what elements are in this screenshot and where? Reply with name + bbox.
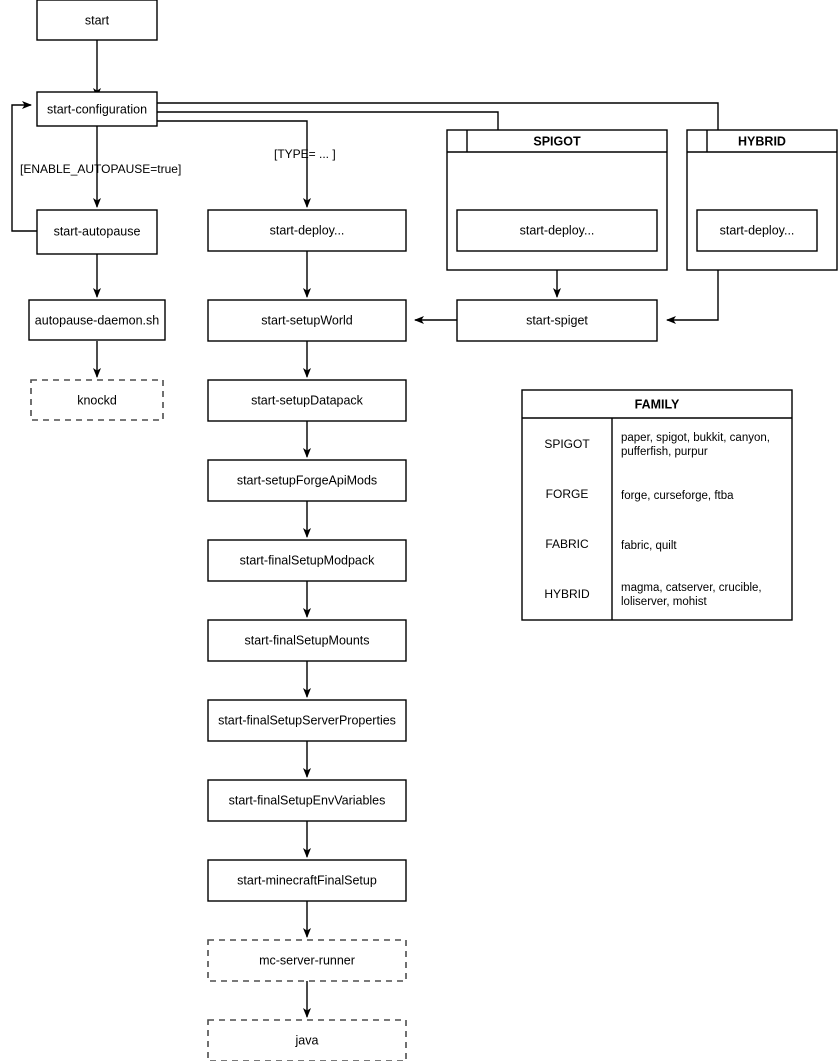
node-start-spiget-label: start-spiget [526,313,588,327]
edges-layer [11,40,722,1018]
node-start-final-setup-modpack[interactable]: start-finalSetupModpack [207,539,407,582]
node-start-deploy-spigot-label: start-deploy... [520,223,595,237]
edge-label-type: [TYPE= ... ] [274,147,336,161]
node-start-final-setup-modpack-label: start-finalSetupModpack [240,553,376,567]
edge-configuration-to-deploy-main [157,120,311,208]
node-start-autopause-label: start-autopause [54,224,141,238]
edge-label-enable-autopause: [ENABLE_AUTOPAUSE=true] [20,162,181,176]
node-java[interactable]: java [207,1019,407,1061]
node-start-deploy-main-label: start-deploy... [270,223,345,237]
node-autopause-daemon-label: autopause-daemon.sh [35,313,159,327]
node-start-final-setup-env-variables[interactable]: start-finalSetupEnvVariables [207,779,407,822]
node-start[interactable]: start [36,0,158,41]
node-start-deploy-spigot[interactable]: start-deploy... [456,209,658,252]
frame-hybrid-title: HYBRID [738,134,786,148]
node-start-setup-datapack-label: start-setupDatapack [251,393,364,407]
node-start-minecraft-final-setup[interactable]: start-minecraftFinalSetup [207,859,407,902]
frame-spigot-title: SPIGOT [533,134,581,148]
node-start-final-setup-env-variables-label: start-finalSetupEnvVariables [229,793,386,807]
node-mc-server-runner-label: mc-server-runner [259,953,355,967]
node-start-final-setup-mounts[interactable]: start-finalSetupMounts [207,619,407,662]
family-table: FAMILY SPIGOT paper, spigot, bukkit, can… [521,389,793,621]
family-table-value: paper, spigot, bukkit, canyon, [621,432,770,444]
family-table-key: FABRIC [545,537,589,551]
edge-autopause-loopback-to-configuration [11,101,38,232]
node-knockd-label: knockd [77,393,117,407]
edge-deploy-hybrid-to-spiget [666,251,719,324]
node-knockd[interactable]: knockd [30,379,164,421]
node-start-final-setup-server-properties[interactable]: start-finalSetupServerProperties [207,699,407,742]
node-start-deploy-hybrid-label: start-deploy... [720,223,795,237]
node-start-deploy-hybrid[interactable]: start-deploy... [696,209,818,252]
family-table-title: FAMILY [635,397,680,411]
node-autopause-daemon[interactable]: autopause-daemon.sh [28,299,166,341]
family-table-value: loliserver, mohist [621,596,707,608]
node-start-final-setup-mounts-label: start-finalSetupMounts [244,633,369,647]
node-start-configuration-label: start-configuration [47,102,147,116]
node-start-final-setup-server-properties-label: start-finalSetupServerProperties [218,713,396,727]
family-table-value: magma, catserver, crucible, [621,582,762,594]
family-table-key: HYBRID [544,587,590,601]
family-table-key: FORGE [546,487,589,501]
node-start-setup-forge-api-mods-label: start-setupForgeApiMods [237,473,377,487]
node-start-configuration[interactable]: start-configuration [36,91,158,127]
family-table-value: fabric, quilt [621,540,677,552]
node-start-setup-world-label: start-setupWorld [261,313,353,327]
node-start-setup-datapack[interactable]: start-setupDatapack [207,379,407,422]
node-start-label: start [85,13,110,27]
node-start-autopause[interactable]: start-autopause [36,209,158,255]
node-start-setup-world[interactable]: start-setupWorld [207,299,407,342]
family-table-value: forge, curseforge, ftba [621,490,734,502]
node-start-deploy-main[interactable]: start-deploy... [207,209,407,252]
node-java-label: java [295,1033,319,1047]
node-start-spiget[interactable]: start-spiget [456,299,658,342]
node-start-minecraft-final-setup-label: start-minecraftFinalSetup [237,873,377,887]
node-start-setup-forge-api-mods[interactable]: start-setupForgeApiMods [207,459,407,502]
node-mc-server-runner[interactable]: mc-server-runner [207,939,407,982]
family-table-key: SPIGOT [544,437,590,451]
family-table-value: pufferfish, purpur [621,446,708,458]
